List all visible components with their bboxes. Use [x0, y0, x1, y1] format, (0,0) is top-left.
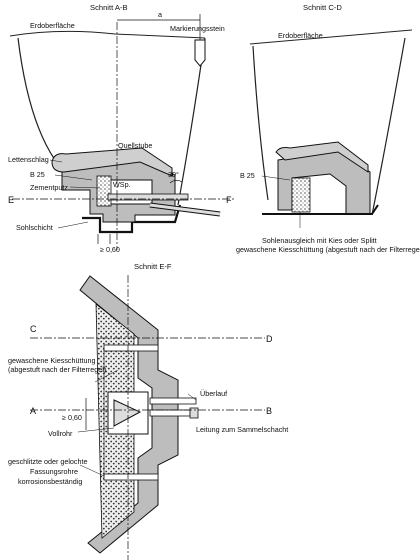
clay-seal-cd: [275, 141, 369, 173]
leader-b25: [54, 174, 93, 181]
marker-stone-label: Markierungsstein: [170, 24, 225, 33]
section-cd-title: Schnitt C-D: [303, 3, 342, 12]
ground-line-cd: [249, 29, 413, 45]
inflow-triangle: [113, 399, 142, 427]
leader-b25-cd: [261, 175, 291, 181]
point-e-label: E: [8, 195, 14, 205]
leader-cement: [69, 186, 101, 189]
slotted-1: geschlitzte oder gelochte: [8, 457, 88, 466]
angle-arc: [169, 179, 183, 184]
washed-gravel-1: gewaschene Kiesschüttung: [8, 356, 96, 365]
section-ef: Schnitt E-F C D gewaschene Kiesschüttung…: [8, 262, 288, 560]
washed-gravel-2: (abgestuft nach der Filterregel): [8, 365, 106, 374]
spring-chamber-label: Quellstube: [118, 141, 152, 150]
section-ef-title: Schnitt E-F: [134, 262, 172, 271]
clay-seal-label: Lettenschlag: [8, 155, 49, 164]
point-c-label: C: [30, 324, 37, 334]
gravel-note-1: Sohlenausgleich mit Kies oder Splitt: [262, 236, 377, 245]
overflow-pipe-ef: [149, 397, 197, 405]
cd-wall-right: [371, 37, 406, 216]
pipe-to-shaft-label: Leitung zum Sammelschacht: [196, 425, 288, 434]
cd-wall-left: [252, 45, 269, 201]
leader-solid-pipe: [77, 427, 115, 433]
gravel-note-2: gewaschene Kiesschüttung (abgestuft nach…: [236, 245, 420, 254]
gravel-ab: [96, 175, 112, 207]
outlet-flange: [189, 407, 199, 419]
leader-slotted: [79, 464, 105, 477]
b25-label-ab: B 25: [30, 170, 45, 179]
point-d-label: D: [266, 334, 273, 344]
point-a-label: A: [30, 406, 36, 416]
min-depth-label: ≥ 0,60: [100, 245, 120, 254]
excavation-wall-left: [17, 37, 56, 161]
clay-seal: [51, 147, 173, 177]
overflow-pipe-ab: [107, 193, 189, 201]
solid-pipe-label: Vollrohr: [48, 429, 73, 438]
base-layer-label: Sohlschicht: [16, 223, 53, 232]
leader-base: [57, 221, 89, 229]
angle-label: 30°: [168, 170, 179, 179]
leader-clay: [49, 159, 63, 163]
gravel-cd: [291, 177, 311, 213]
leader-washed-gravel: [94, 369, 119, 383]
base-layer-line: [82, 204, 182, 234]
collector-pipe-lower: [103, 473, 159, 481]
outlet-pipe-ef: [149, 409, 191, 417]
dim-a-label: a: [158, 10, 162, 19]
section-cd: Schnitt C-D Erdoberfläche B 25 Sohlenaus…: [236, 3, 420, 254]
ground-line-ab: [9, 30, 206, 39]
point-f-label: F: [226, 195, 232, 205]
ground-label-cd: Erdoberfläche: [278, 31, 323, 40]
outlet-pipe-fill: [149, 203, 221, 216]
collector-pipe-upper: [103, 344, 159, 352]
min-depth-plan-label: ≥ 0,60: [62, 413, 82, 422]
b25-label-cd: B 25: [240, 171, 255, 180]
section-ab: Schnitt A-B Erdoberfläche a Markierungss…: [8, 3, 235, 254]
ground-label-ab: Erdoberfläche: [30, 21, 75, 30]
marker-stone-icon: [194, 39, 206, 67]
slotted-3: korrosionsbeständig: [18, 477, 82, 486]
base-line-cd: [262, 204, 379, 215]
overflow-label: Überlauf: [200, 389, 227, 398]
leader-overflow: [187, 393, 197, 401]
point-b-label: B: [266, 406, 272, 416]
cement-plaster-label: Zementputz: [30, 183, 68, 192]
water-level-label: WSp.: [113, 180, 131, 189]
slotted-2: Fassungsrohre: [30, 467, 78, 476]
section-ab-title: Schnitt A-B: [90, 3, 128, 12]
